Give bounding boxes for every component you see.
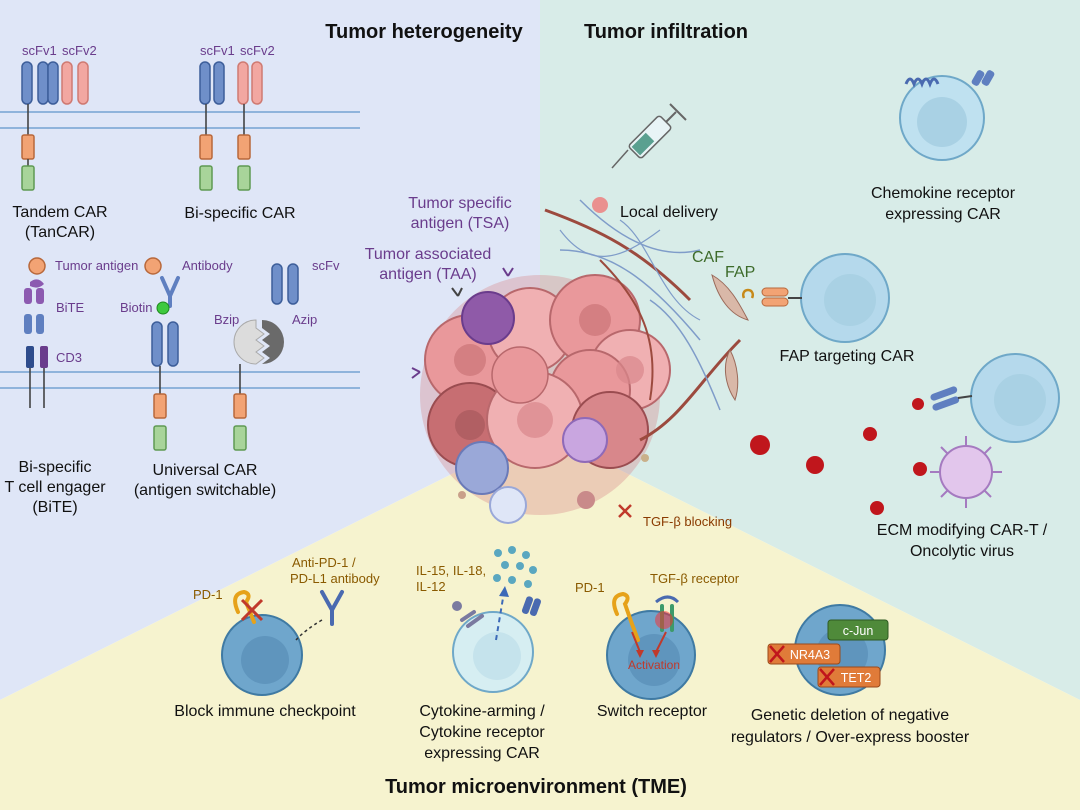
oncolytic-virus-icon xyxy=(930,436,1002,508)
genetic-cell: c-Jun NR4A3 TET2 xyxy=(767,604,889,696)
azip-label: Azip xyxy=(292,312,317,327)
syringe-icon xyxy=(592,103,687,213)
biotin-label: Biotin xyxy=(120,300,153,315)
taa-label-line1: Tumor associated xyxy=(365,246,492,263)
switch-receptor-cell: Activation xyxy=(606,591,696,700)
infiltration-region xyxy=(540,0,1080,700)
bzip-label: Bzip xyxy=(214,312,239,327)
anti-pd1-label-line2: PD-L1 antibody xyxy=(290,571,380,586)
il-label-line1: IL-15, IL-18, xyxy=(416,563,486,578)
upper-membrane xyxy=(0,111,360,129)
antibody-label: Antibody xyxy=(182,258,233,273)
bite-title-line2: T cell engager xyxy=(4,479,106,496)
ecm-fibers xyxy=(544,199,742,442)
bite-label: BiTE xyxy=(56,300,85,315)
heading-tme: Tumor microenvironment (TME) xyxy=(385,776,687,798)
tgf-receptor-label: TGF-β receptor xyxy=(650,571,740,586)
fap-car-cell xyxy=(761,253,890,343)
cytokine-cell xyxy=(452,546,541,693)
chemokine-car-title-line2: expressing CAR xyxy=(885,206,1001,223)
tandem-car-title: Tandem CAR xyxy=(12,204,107,221)
scfv2-label-b: scFv2 xyxy=(240,43,275,58)
scfv-label: scFv xyxy=(312,258,340,273)
chemokine-car-title-line1: Chemokine receptor xyxy=(871,185,1016,202)
biotin-icon xyxy=(156,301,170,315)
cjun-box xyxy=(827,619,889,641)
tet2-label: TET2 xyxy=(841,671,872,685)
tsa-cell xyxy=(461,291,515,345)
caf-label: CAF xyxy=(692,249,724,266)
cjun-label: c-Jun xyxy=(843,624,874,638)
anti-pd1-label-line1: Anti-PD-1 / xyxy=(292,555,356,570)
nr4a3-label: NR4A3 xyxy=(790,648,830,662)
ecm-car-title-line1: ECM modifying CAR-T / xyxy=(877,522,1048,539)
genetic-title-line2: regulators / Over-express booster xyxy=(731,729,970,746)
tumor-antigen-label: Tumor antigen xyxy=(55,258,138,273)
taa-label-line2: antigen (TAA) xyxy=(379,266,477,283)
heading-tumor-heterogeneity: Tumor heterogeneity xyxy=(325,21,523,43)
chemokine-car-cell xyxy=(899,70,995,161)
bzip-icon xyxy=(233,319,265,365)
azip-icon xyxy=(262,320,284,364)
tet2-box xyxy=(817,666,881,688)
block-checkpoint-title: Block immune checkpoint xyxy=(174,703,356,720)
tgf-blocking-label: TGF-β blocking xyxy=(643,514,732,529)
genetic-title-line1: Genetic deletion of negative xyxy=(751,707,949,724)
activation-label: Activation xyxy=(628,658,680,672)
tumor-mass xyxy=(411,267,671,524)
tandem-car-diagram: scFv1 scFv2 Tandem CAR (TanCAR) xyxy=(12,43,107,241)
virus-particles xyxy=(750,398,927,515)
tsa-label-line1: Tumor specific xyxy=(408,195,511,212)
pd1-label-b: PD-1 xyxy=(575,580,605,595)
tsa-label-line2: antigen (TSA) xyxy=(411,215,510,232)
scfv1-label-b: scFv1 xyxy=(200,43,235,58)
il-label-line2: IL-12 xyxy=(416,579,446,594)
dendritic-cell xyxy=(562,417,608,463)
universal-car-title: Universal CAR xyxy=(153,462,258,479)
bite-title-line3: (BiTE) xyxy=(32,499,77,516)
pd1-label-a: PD-1 xyxy=(193,587,223,602)
ecm-car-cell xyxy=(930,353,1060,443)
tumor-antigen-icon xyxy=(28,257,46,275)
nr4a3-box xyxy=(767,643,841,665)
tumor-antigen-icon-2 xyxy=(144,257,162,275)
checkpoint-cell xyxy=(221,589,344,696)
scfv1-label: scFv1 xyxy=(22,43,57,58)
caf-cell-icon xyxy=(711,273,749,321)
tme-region xyxy=(0,430,1080,810)
t-cell xyxy=(455,441,509,495)
scfv2-label: scFv2 xyxy=(62,43,97,58)
cytokine-title-line2: Cytokine receptor xyxy=(419,724,545,741)
switch-receptor-title: Switch receptor xyxy=(597,703,708,720)
bispecific-car-diagram: scFv1 scFv2 Bi-specific CAR xyxy=(184,43,295,222)
heading-tumor-infiltration: Tumor infiltration xyxy=(584,21,748,43)
tandem-car-subtitle: (TanCAR) xyxy=(25,224,95,241)
cd3-label: CD3 xyxy=(56,350,82,365)
bite-title-line1: Bi-specific xyxy=(19,459,92,476)
fap-car-title: FAP targeting CAR xyxy=(780,348,915,365)
cytokine-title-line3: expressing CAR xyxy=(424,745,540,762)
universal-car-subtitle: (antigen switchable) xyxy=(134,482,276,499)
universal-car-diagram: Antibody Biotin scFv Bzip Azip Universal… xyxy=(120,257,340,499)
bite-diagram: Tumor antigen BiTE CD3 Bi-specific T cel… xyxy=(4,257,138,516)
cytokine-title-line1: Cytokine-arming / xyxy=(419,703,545,720)
local-delivery-label: Local delivery xyxy=(620,204,718,221)
bispecific-car-title: Bi-specific CAR xyxy=(184,205,295,222)
ecm-car-title-line2: Oncolytic virus xyxy=(910,543,1014,560)
fap-label: FAP xyxy=(725,264,755,281)
lower-membrane xyxy=(0,371,360,389)
tgf-blocking-icon xyxy=(618,504,632,518)
